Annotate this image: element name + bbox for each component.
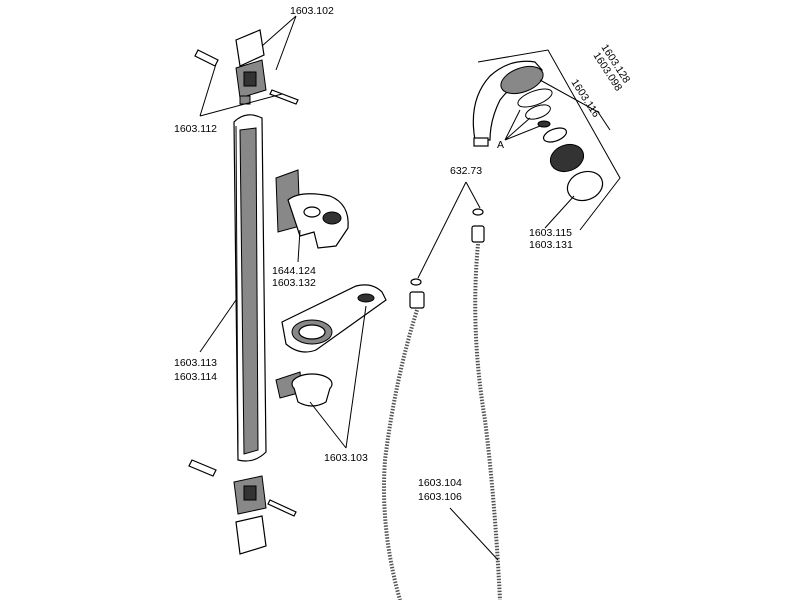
label-1603-132: 1603.132 [272, 277, 316, 289]
handset-part [472, 60, 604, 202]
soap-dish-part [281, 284, 387, 353]
label-1603-106: 1603.106 [418, 491, 462, 503]
plug-bottom [188, 459, 217, 477]
end-cap-top-part [235, 29, 267, 105]
leader-lines [199, 15, 621, 561]
label-1603-103: 1603.103 [324, 452, 368, 464]
end-cap-bottom-part [233, 475, 267, 555]
label-632-73: 632.73 [450, 165, 482, 177]
label-1644-124: 1644.124 [272, 265, 316, 277]
label-1603-113: 1603.113 [174, 357, 217, 369]
label-1603-131: 1603.131 [529, 239, 573, 251]
screw-top [269, 89, 299, 105]
label-1603-115: 1603.115 [529, 227, 572, 239]
label-1603-102: 1603.102 [290, 5, 334, 17]
label-1603-112: 1603.112 [174, 123, 217, 135]
screw-bottom [267, 499, 297, 517]
label-1603-114: 1603.114 [174, 371, 217, 383]
rail-part [233, 114, 267, 462]
plug-top [194, 49, 219, 67]
label-1603-104: 1603.104 [418, 477, 462, 489]
slider-part [275, 169, 349, 249]
label-a: A [497, 139, 504, 151]
soap-dish-holder [275, 371, 333, 407]
hose-part [382, 208, 502, 600]
